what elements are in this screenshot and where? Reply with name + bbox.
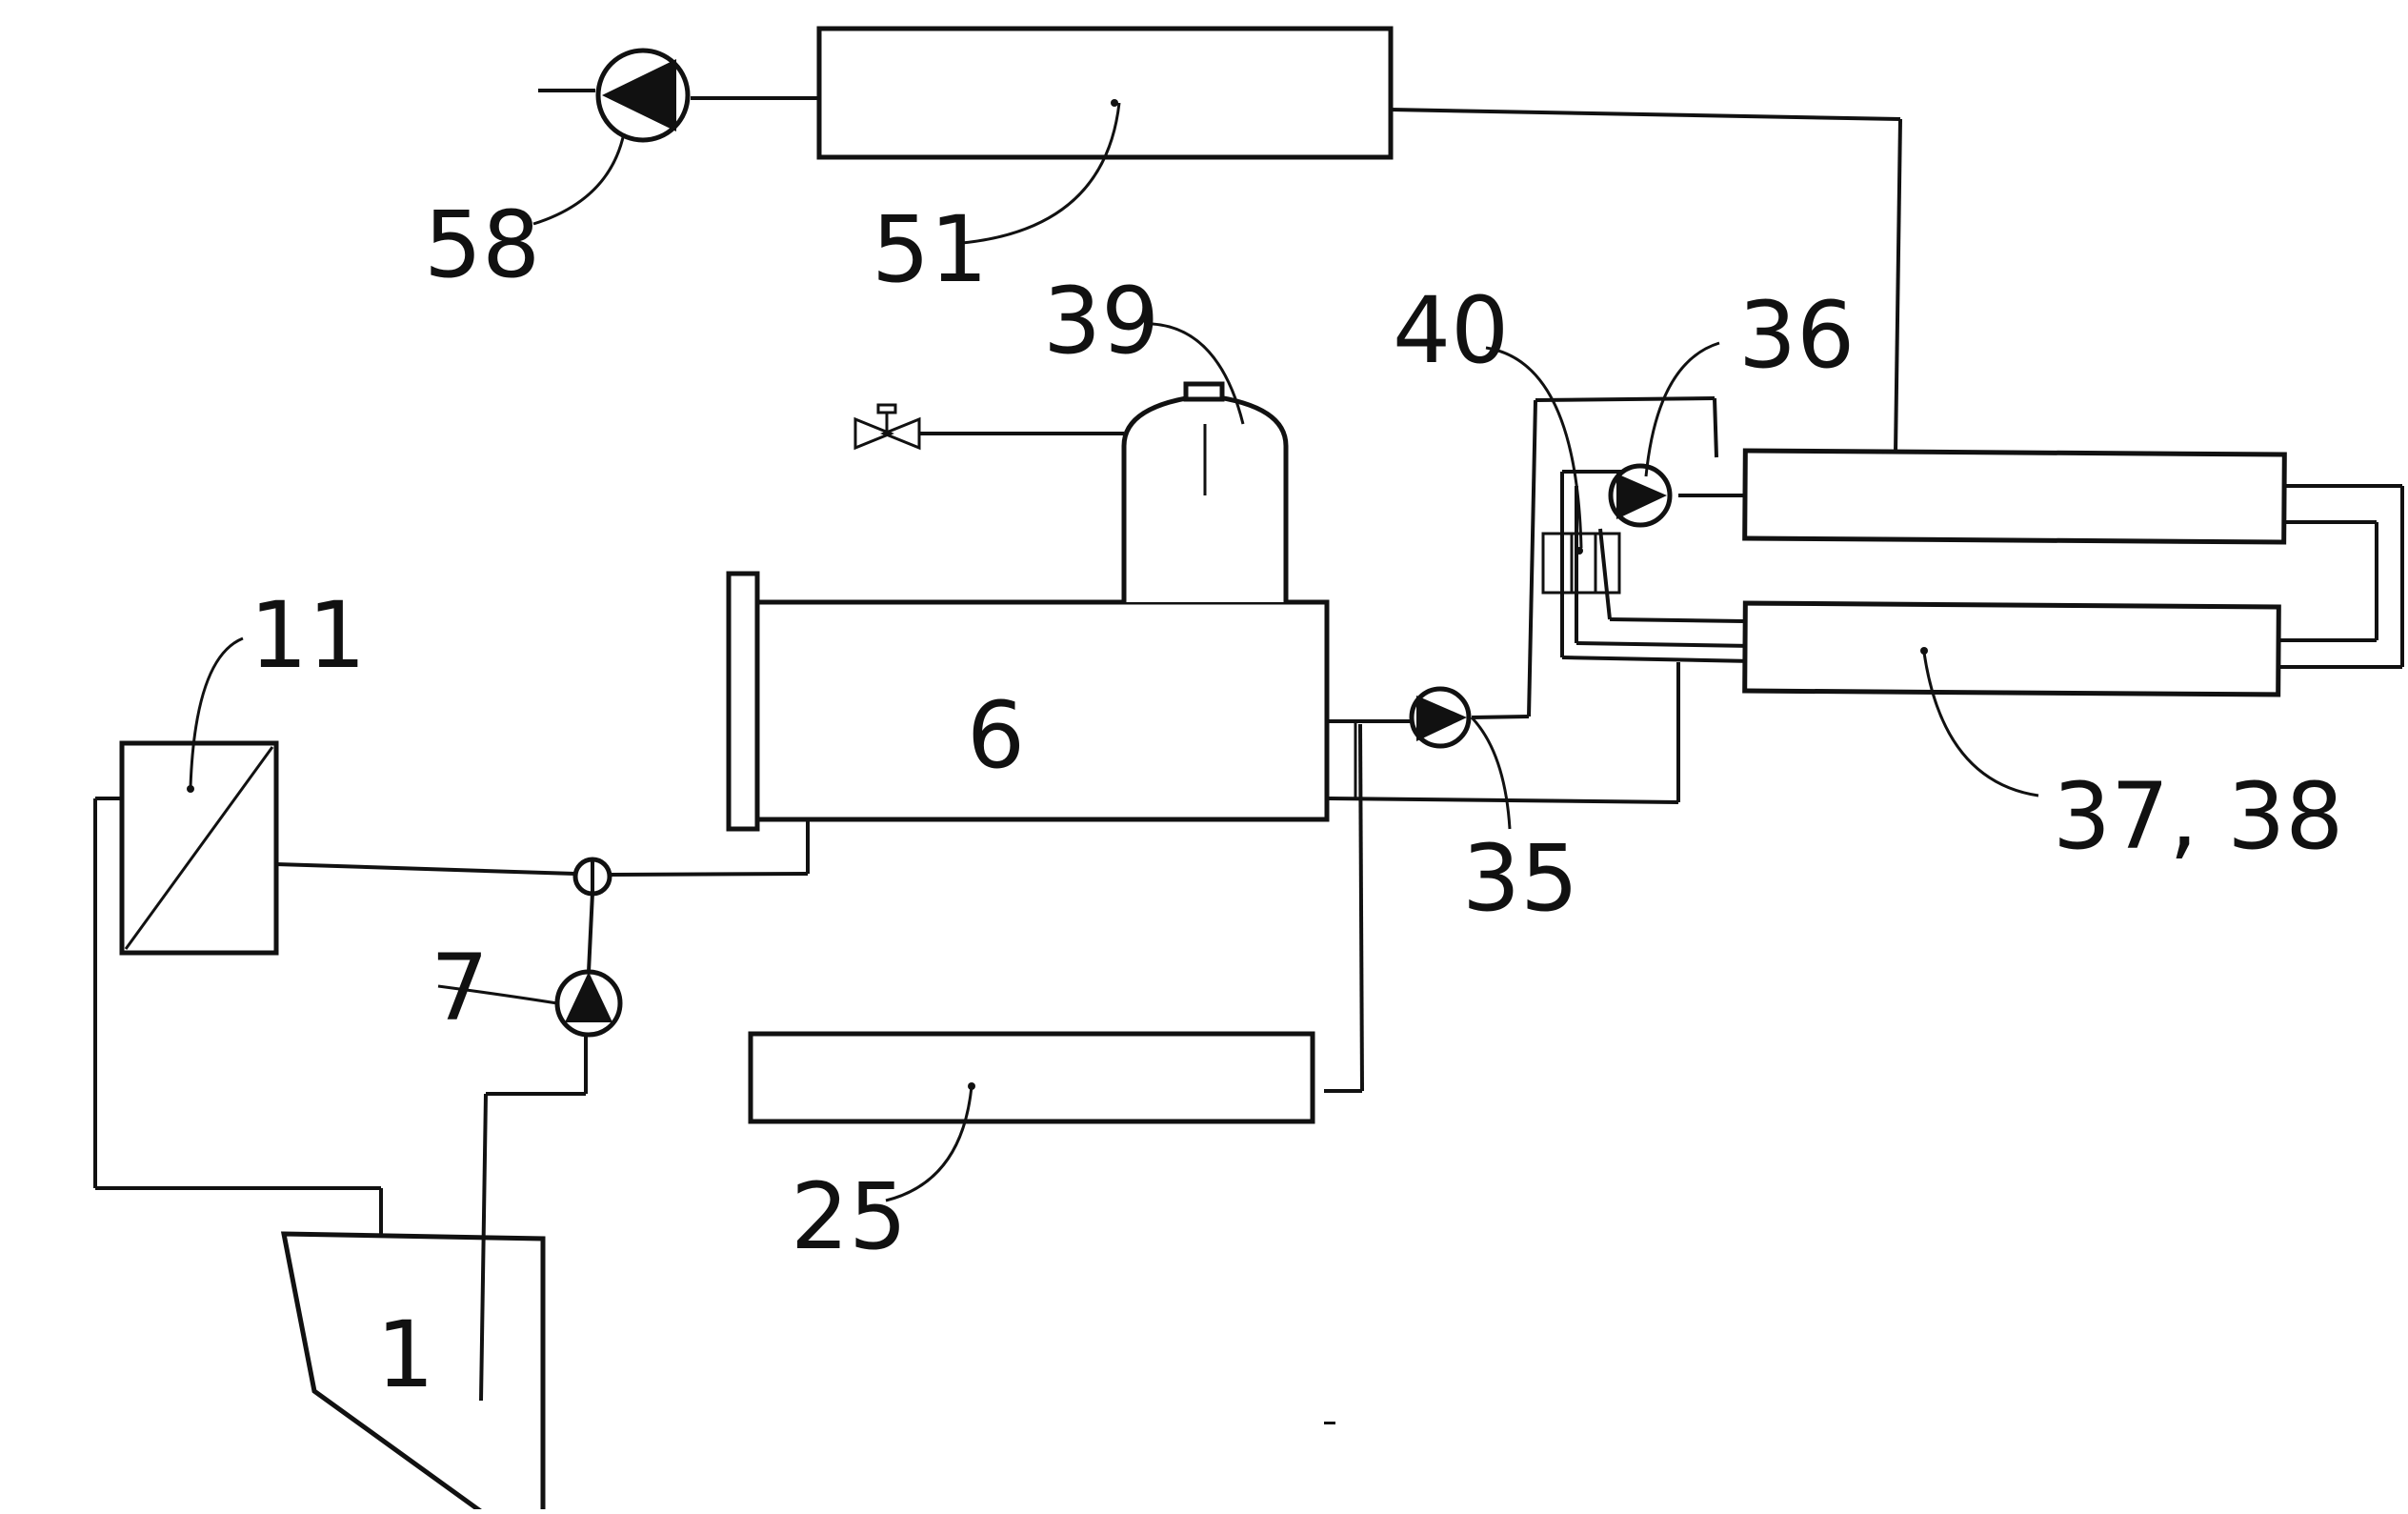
- label-pump-7: 7: [431, 935, 489, 1041]
- vessel-6-body: [754, 599, 1330, 822]
- tank-1-outline: [280, 1231, 546, 1514]
- label-degasser-39: 39: [1043, 268, 1159, 374]
- label-vessel-6: 6: [967, 682, 1025, 789]
- stray-mark: [1324, 1422, 1335, 1424]
- pump-35-symbol: [1409, 686, 1472, 749]
- label-filter-11: 11: [250, 582, 366, 689]
- label-pump-36: 36: [1738, 282, 1855, 389]
- label-tank-1: 1: [376, 1302, 434, 1408]
- pump-58-symbol: [595, 48, 691, 143]
- top-line: [538, 89, 1902, 454]
- leader-lines: [189, 102, 2039, 1202]
- module-loop-lines: [1527, 396, 2404, 717]
- pump-36-symbol: [1608, 463, 1673, 528]
- pump-7-symbol: [554, 969, 623, 1038]
- module-38-box: [1742, 600, 2281, 697]
- junction-valve: [572, 857, 612, 897]
- vessel-outlet-lines: [1324, 662, 1680, 1093]
- label-pump-58: 58: [424, 192, 540, 298]
- tank-lines: [93, 797, 588, 1402]
- degasser-39-cap: [1183, 381, 1225, 402]
- label-modules-37-38: 37, 38: [2053, 763, 2343, 870]
- label-unit-51: 51: [872, 196, 988, 303]
- label-unit-40: 40: [1393, 277, 1509, 384]
- label-unit-25: 25: [791, 1163, 907, 1270]
- vent-valve-symbol: [853, 403, 921, 451]
- vessel-6-flange: [726, 571, 760, 832]
- label-pump-35: 35: [1462, 825, 1578, 932]
- filter-marker: [187, 785, 194, 793]
- unit-51-marker: [1111, 99, 1118, 107]
- unit-25-box: [748, 1031, 1315, 1124]
- filter-membrane-line: [124, 746, 274, 950]
- unit-51-box: [816, 26, 1394, 160]
- module-38-marker: [1920, 647, 1928, 655]
- module-37-box: [1742, 448, 2287, 545]
